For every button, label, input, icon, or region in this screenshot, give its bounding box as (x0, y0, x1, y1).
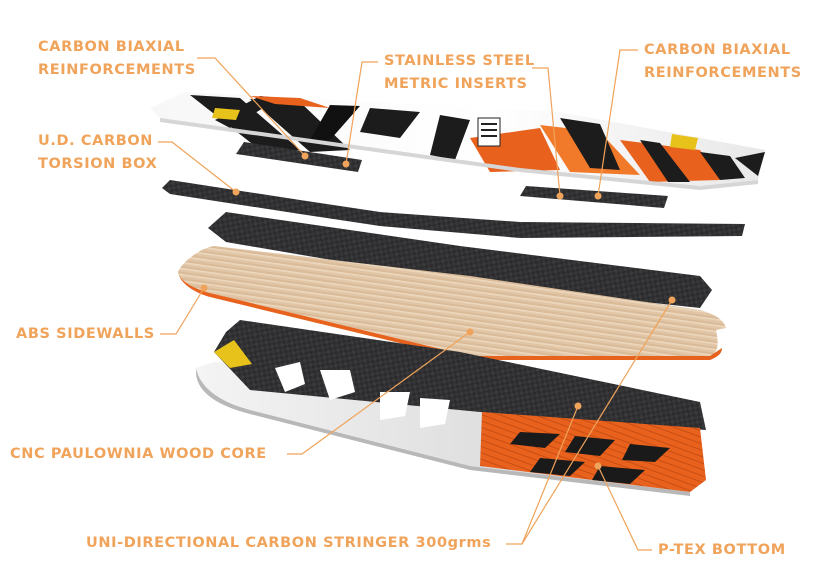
leader-abs-sidewalls (160, 287, 205, 335)
leader-carbon-biaxial-right (597, 49, 638, 197)
label-ud-carbon-line2: TORSION BOX (38, 156, 158, 172)
label-abs-sidewalls: ABS SIDEWALLS (16, 323, 155, 346)
leader-ud-carbon (158, 141, 237, 193)
label-stainless-inserts-line1: STAINLESS STEEL (384, 53, 535, 69)
label-carbon-biaxial-left-line2: REINFORCEMENTS (38, 62, 196, 78)
label-stringer: UNI-DIRECTIONAL CARBON STRINGER 300grms (86, 532, 491, 555)
label-ptex: P-TEX BOTTOM (658, 539, 786, 562)
label-wood-core: CNC PAULOWNIA WOOD CORE (10, 443, 267, 466)
bottom-assembly-layer (196, 320, 706, 496)
leader-stainless-inserts-2 (532, 67, 561, 197)
leader-stainless-inserts (345, 61, 378, 165)
wood-core-layer (178, 246, 726, 360)
label-carbon-biaxial-right-line2: REINFORCEMENTS (644, 65, 802, 81)
carbon-biaxial-insert-right (520, 186, 668, 208)
carbon-stringer-layer (208, 212, 712, 308)
leader-lines (158, 49, 673, 551)
label-ptex-text: P-TEX BOTTOM (658, 542, 786, 558)
label-wood-core-text: CNC PAULOWNIA WOOD CORE (10, 446, 267, 462)
label-carbon-biaxial-left-line1: CARBON BIAXIAL (38, 39, 185, 55)
label-carbon-biaxial-left: CARBON BIAXIAL REINFORCEMENTS (38, 36, 196, 82)
leader-carbon-biaxial-left (197, 57, 306, 157)
label-ud-carbon: U.D. CARBON TORSION BOX (38, 130, 157, 176)
leader-wood-core (287, 331, 471, 455)
label-stainless-inserts: STAINLESS STEEL METRIC INSERTS (384, 50, 535, 96)
top-sheet-layer (150, 92, 765, 190)
label-abs-sidewalls-text: ABS SIDEWALLS (16, 326, 155, 342)
leader-dots (200, 152, 676, 470)
label-ud-carbon-line1: U.D. CARBON (38, 133, 154, 149)
leader-ptex (597, 465, 652, 551)
carbon-biaxial-insert-left (236, 142, 362, 172)
torsion-box-layer (162, 180, 745, 238)
label-stringer-text: UNI-DIRECTIONAL CARBON STRINGER 300grms (86, 535, 492, 551)
leader-stringer-b (521, 299, 673, 545)
label-stainless-inserts-line2: METRIC INSERTS (384, 76, 528, 92)
label-carbon-biaxial-right: CARBON BIAXIAL REINFORCEMENTS (644, 39, 802, 85)
label-carbon-biaxial-right-line1: CARBON BIAXIAL (644, 42, 791, 58)
